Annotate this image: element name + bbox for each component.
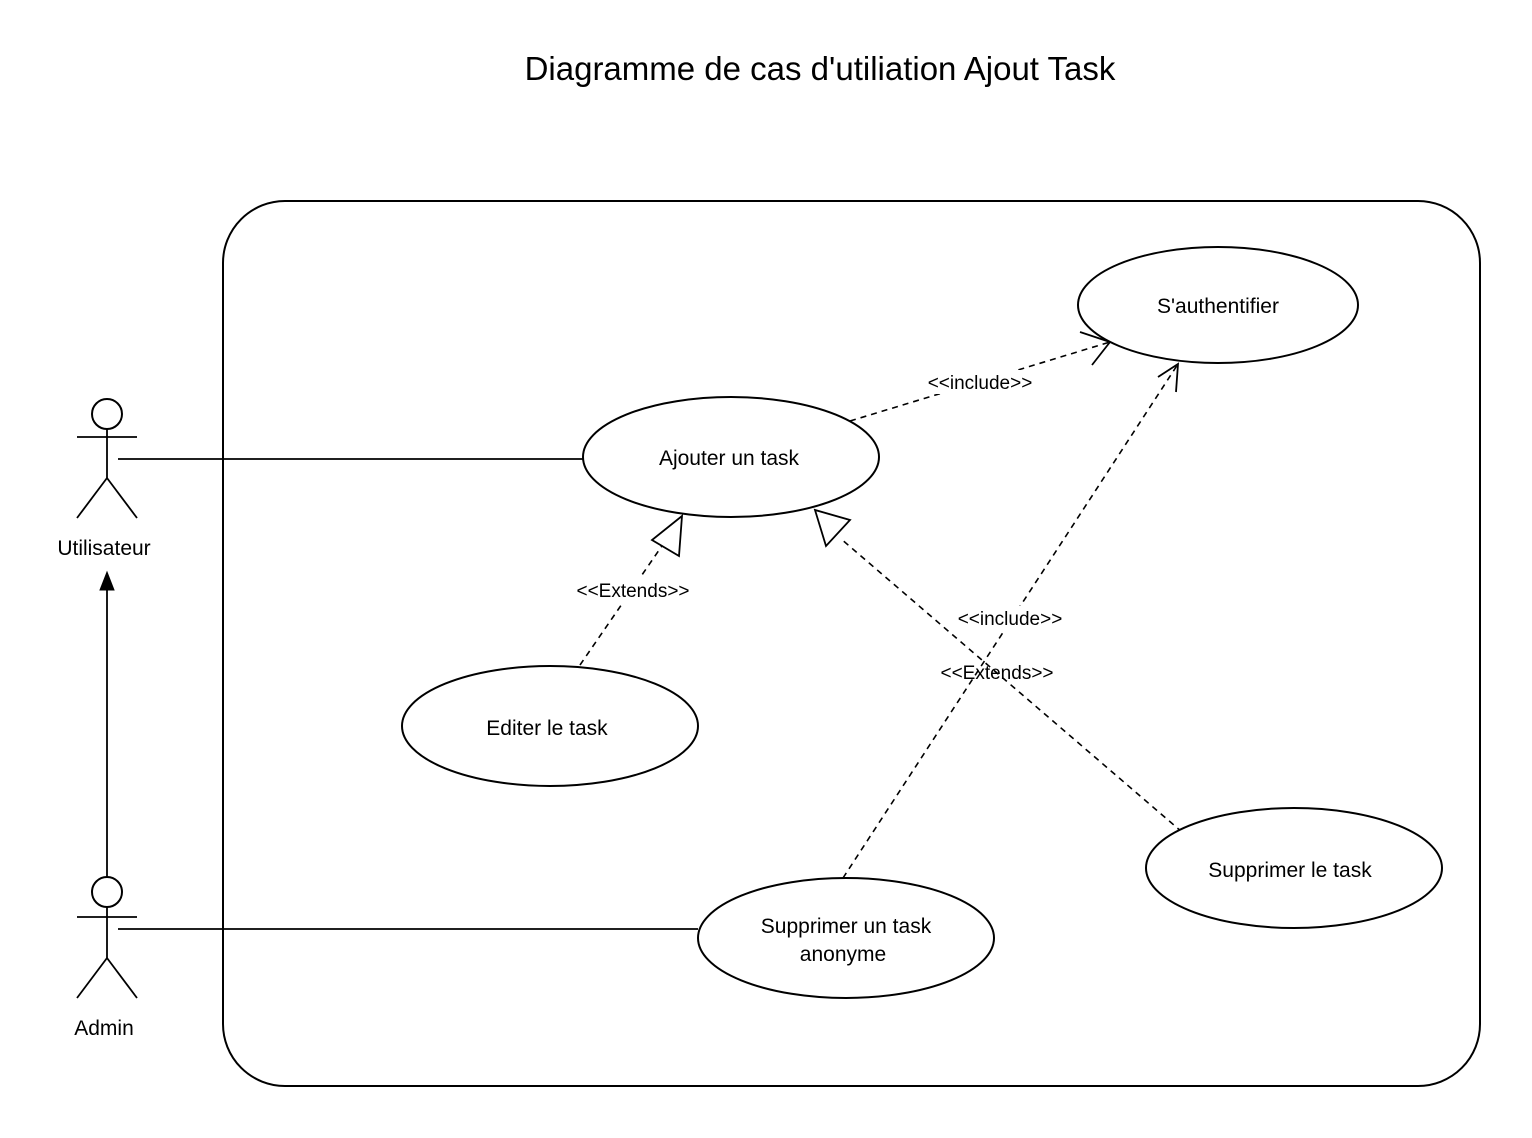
actor-utilisateur-label: Utilisateur — [57, 537, 150, 560]
hollow-triangle-icon — [813, 508, 852, 548]
use-case-supprimer-anonyme-label-line2: anonyme — [800, 943, 886, 966]
actor-head — [91, 876, 123, 908]
stereotype-extends-editer: <<Extends>> — [576, 581, 689, 602]
use-case-authentifier-label: S'authentifier — [1157, 295, 1279, 318]
use-case-ajouter-label: Ajouter un task — [659, 447, 800, 470]
diagram-title: Diagramme de cas d'utiliation Ajout Task — [525, 50, 1116, 87]
actor-utilisateur: Utilisateur — [57, 398, 151, 560]
use-case-editer: Editer le task — [401, 665, 699, 787]
use-case-supprimer-anonyme-label-line1: Supprimer un task — [761, 915, 932, 938]
stereotype-extends-supprimer-le: <<Extends>> — [940, 663, 1053, 684]
actor-head — [91, 398, 123, 430]
actor-leg-left — [76, 477, 108, 519]
extends-supprimer-le-ajouter — [839, 537, 1183, 833]
actor-admin-label: Admin — [74, 1017, 134, 1040]
open-arrowhead-icon — [1157, 362, 1180, 393]
actor-leg-left — [76, 957, 108, 999]
generalization-admin-utilisateur — [99, 570, 115, 877]
actor-admin: Admin — [74, 876, 138, 1040]
use-case-ajouter: Ajouter un task — [582, 396, 880, 518]
include-supprimer-anonyme-authentifier — [842, 363, 1179, 879]
actor-leg-right — [106, 477, 138, 519]
stereotype-include-ajouter: <<include>> — [928, 373, 1033, 394]
extends-editer-ajouter — [579, 539, 667, 666]
use-case-authentifier: S'authentifier — [1077, 246, 1359, 364]
arrowhead-icon — [99, 570, 115, 591]
use-case-supprimer-anonyme: Supprimer un task anonyme — [697, 877, 995, 999]
stereotype-include-supprimer-anonyme: <<include>> — [958, 609, 1063, 630]
use-case-editer-label: Editer le task — [486, 717, 608, 740]
use-case-supprimer-le-label: Supprimer le task — [1208, 859, 1372, 882]
hollow-triangle-icon — [650, 514, 684, 558]
actor-leg-right — [106, 957, 138, 999]
use-case-supprimer-le: Supprimer le task — [1145, 807, 1443, 929]
